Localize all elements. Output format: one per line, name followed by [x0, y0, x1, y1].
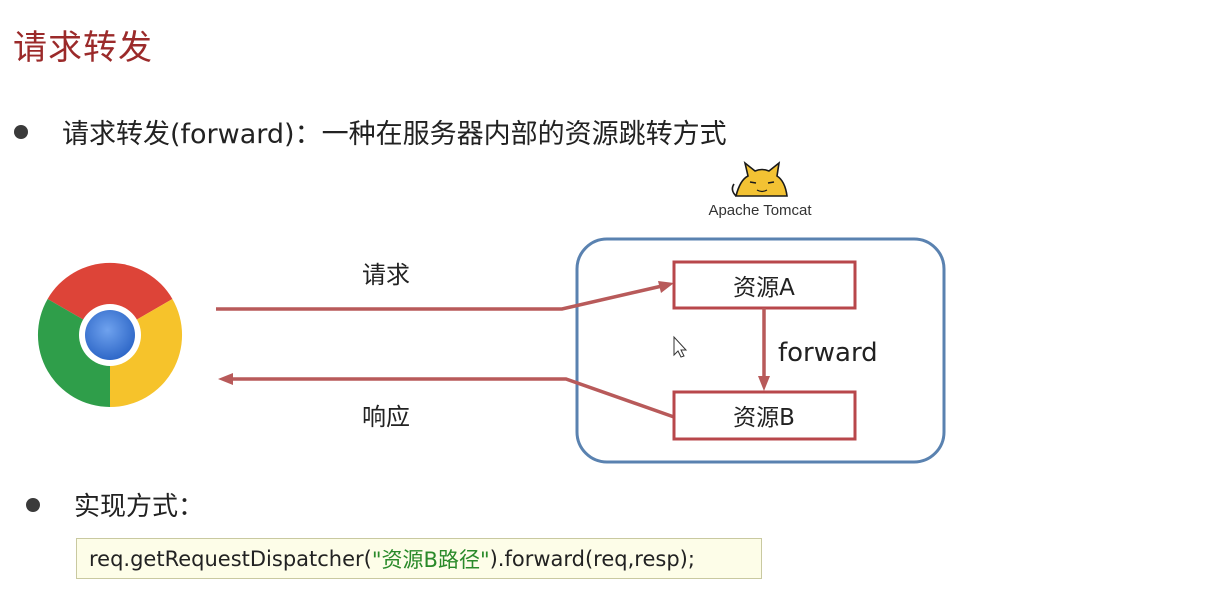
response-label: 响应 — [362, 403, 410, 431]
forward-arrow — [758, 308, 770, 391]
server-container — [575, 237, 946, 464]
resource-a-label: 资源A — [733, 275, 795, 301]
resource-a-box — [672, 260, 857, 310]
bullet-text: 请求转发(forward)：一种在服务器内部的资源跳转方式 — [62, 119, 727, 150]
code-prefix: req.getRequestDispatcher( — [89, 546, 372, 571]
mouse-cursor-icon — [673, 335, 688, 358]
bullet-implementation: 实现方式： — [26, 486, 204, 523]
code-string-literal: "资源B路径" — [371, 547, 490, 572]
forward-label: forward — [778, 338, 878, 368]
resource-b-box — [672, 390, 857, 441]
bullet-dot — [14, 124, 28, 139]
resource-b-label: 资源B — [733, 405, 795, 431]
request-arrow — [216, 281, 674, 311]
bullet-dot — [26, 497, 40, 512]
response-arrow — [218, 373, 675, 419]
server-label: Apache Tomcat — [708, 202, 812, 219]
request-label: 请求 — [362, 261, 410, 289]
slide-title: 请求转发 — [13, 28, 153, 68]
tomcat-logo-icon — [731, 160, 788, 197]
chrome-browser-icon — [37, 262, 183, 408]
bullet-text: 实现方式： — [74, 492, 205, 522]
bullet-forward-definition: 请求转发(forward)：一种在服务器内部的资源跳转方式 — [14, 112, 727, 151]
code-suffix: ).forward(req,resp); — [489, 546, 695, 571]
code-snippet: req.getRequestDispatcher("资源B路径").forwar… — [76, 538, 762, 579]
